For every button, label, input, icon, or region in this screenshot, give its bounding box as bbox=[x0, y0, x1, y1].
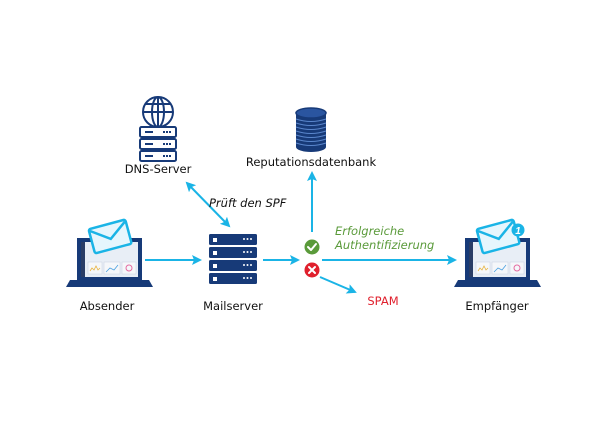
spam-label: SPAM bbox=[367, 294, 399, 308]
success-label-line1: Erfolgreiche bbox=[335, 224, 405, 238]
sender-label: Absender bbox=[79, 299, 135, 313]
arrow-spf-check bbox=[185, 181, 231, 228]
mailserver-label: Mailserver bbox=[203, 299, 263, 313]
notification-badge: 1 bbox=[511, 223, 525, 237]
reputation-db-label: Reputationsdatenbank bbox=[245, 155, 377, 169]
fail-cross-icon bbox=[304, 262, 320, 278]
success-check-icon bbox=[304, 239, 320, 255]
success-label-line2: Authentifizierung bbox=[335, 238, 435, 252]
svg-text:1: 1 bbox=[515, 226, 521, 237]
database-icon bbox=[295, 107, 327, 152]
mailserver-icon bbox=[209, 234, 257, 284]
recipient-label: Empfänger bbox=[465, 299, 529, 313]
arrow-fail-to-spam bbox=[319, 276, 357, 294]
dns-server-label: DNS-Server bbox=[124, 162, 192, 176]
spf-check-label: Prüft den SPF bbox=[209, 196, 287, 210]
sender-envelope-icon bbox=[87, 218, 133, 255]
dns-server-icon bbox=[139, 96, 177, 162]
